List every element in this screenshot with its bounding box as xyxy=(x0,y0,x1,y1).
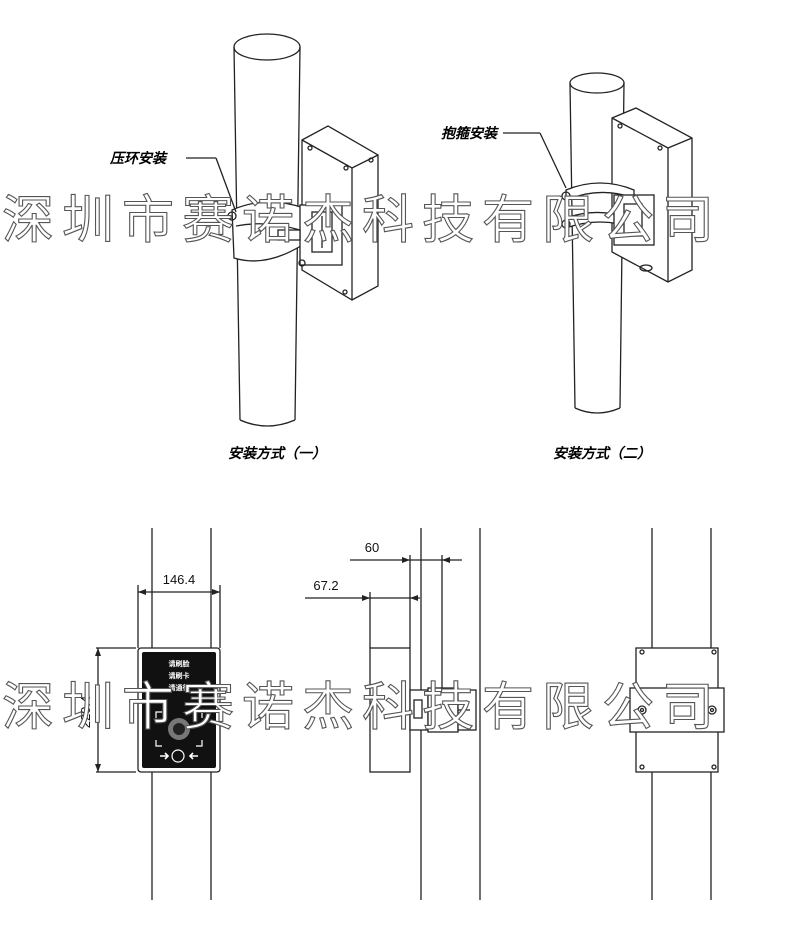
caption-install-method-1: 安装方式（一） xyxy=(228,445,326,462)
hoop-clamp-figure-2 xyxy=(561,182,655,246)
arrow-right-icon xyxy=(160,752,170,760)
dim-front-height: 220.4 xyxy=(78,696,93,729)
device-back-view xyxy=(629,647,725,773)
caption-install-method-2: 安装方式（二） xyxy=(553,445,651,462)
callout-clamp-ring: 压环安装 xyxy=(109,150,168,167)
device-side-view xyxy=(369,647,477,773)
watermark-top: 深圳市赛诺杰科技有限公司 xyxy=(2,191,722,251)
device-face: 请刷脸 请刷卡 请通行 xyxy=(155,659,203,763)
sensor-ring-icon xyxy=(171,749,185,763)
dim-depth-60: 60 xyxy=(365,540,379,555)
clamp-ring-figure-1 xyxy=(227,201,343,267)
arrow-left-icon xyxy=(188,752,198,760)
device-front-view xyxy=(137,647,221,773)
watermark-bottom: 深圳市赛诺杰科技有限公司 xyxy=(2,678,722,738)
dim-front-width: 146.4 xyxy=(163,572,196,587)
panel-text-2: 请刷卡 xyxy=(169,671,190,680)
panel-text-3: 请通行 xyxy=(169,683,190,692)
panel-text-1: 请刷脸 xyxy=(169,659,191,668)
callout-hoop-clamp: 抱箍安装 xyxy=(441,125,499,142)
dim-depth-67: 67.2 xyxy=(313,578,338,593)
